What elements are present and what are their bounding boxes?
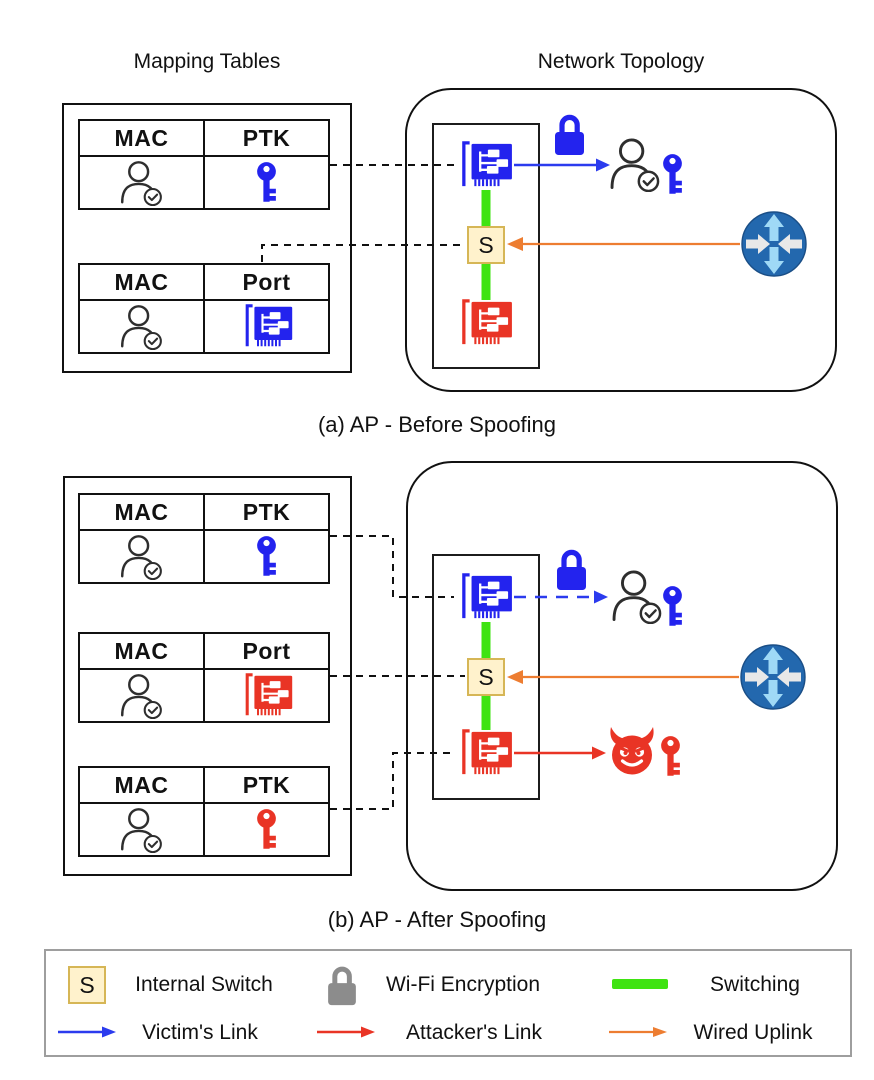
col-header-mac: MAC bbox=[80, 265, 205, 299]
victim-user-icon bbox=[609, 568, 665, 624]
attacker-key-icon bbox=[658, 736, 683, 778]
attacker-nic-icon bbox=[456, 728, 514, 778]
table-row bbox=[80, 301, 328, 352]
attacker-devil-icon bbox=[606, 727, 658, 775]
verified-user-icon bbox=[118, 303, 165, 350]
table-mac-ptk-attacker-b: MAC PTK bbox=[78, 766, 330, 857]
router-icon bbox=[741, 211, 807, 277]
victim-nic-icon bbox=[456, 140, 514, 190]
victim-key-icon bbox=[660, 154, 685, 196]
legend-victims-link-arrow-icon bbox=[58, 1026, 116, 1038]
col-header-port: Port bbox=[242, 268, 291, 295]
legend-box: S Internal Switch Wi-Fi Encryption Switc… bbox=[44, 949, 852, 1057]
col-header-ptk: PTK bbox=[242, 771, 291, 798]
mapping-tables-title: Mapping Tables bbox=[133, 50, 281, 73]
col-header-mac: MAC bbox=[80, 495, 205, 529]
legend-switching-bar-icon bbox=[612, 979, 668, 989]
victim-nic-icon bbox=[240, 303, 294, 350]
internal-switch-node-b: S bbox=[467, 658, 505, 696]
verified-user-icon bbox=[118, 672, 165, 719]
victim-key-icon bbox=[254, 162, 279, 204]
attacker-key-icon bbox=[254, 809, 279, 851]
router-icon bbox=[740, 644, 806, 710]
col-header-ptk: PTK bbox=[242, 124, 291, 151]
network-topology-title: Network Topology bbox=[537, 50, 705, 73]
legend-attackers-link-arrow-icon bbox=[317, 1026, 375, 1038]
verified-user-icon bbox=[118, 533, 165, 580]
verified-user-icon bbox=[118, 159, 165, 206]
attacker-nic-icon bbox=[456, 298, 514, 348]
legend-wired-uplink-arrow-icon bbox=[609, 1027, 667, 1037]
table-row bbox=[80, 157, 328, 208]
victim-nic-icon bbox=[456, 572, 514, 622]
legend-internal-switch-icon: S bbox=[68, 966, 106, 1004]
col-header-mac: MAC bbox=[80, 768, 205, 802]
table-row bbox=[80, 531, 328, 582]
internal-switch-node-a: S bbox=[467, 226, 505, 264]
verified-user-icon bbox=[118, 806, 165, 853]
victim-user-icon bbox=[607, 136, 663, 192]
col-header-ptk: PTK bbox=[242, 498, 291, 525]
panel-b-caption: (b) AP - After Spoofing bbox=[327, 907, 547, 932]
attacker-nic-icon bbox=[240, 672, 294, 719]
table-mac-port-a: MAC Port bbox=[78, 263, 330, 354]
table-mac-ptk-victim-b: MAC PTK bbox=[78, 493, 330, 584]
wifi-encryption-lock-icon bbox=[552, 112, 587, 158]
table-mac-port-b: MAC Port bbox=[78, 632, 330, 723]
wifi-encryption-lock-icon bbox=[554, 547, 589, 593]
col-header-mac: MAC bbox=[80, 121, 205, 155]
table-row bbox=[80, 804, 328, 855]
legend-attackers-link-label: Attacker's Link bbox=[406, 1021, 542, 1044]
legend-wired-uplink-label: Wired Uplink bbox=[693, 1021, 813, 1044]
legend-victims-link-label: Victim's Link bbox=[142, 1021, 258, 1044]
table-mac-ptk-a: MAC PTK bbox=[78, 119, 330, 210]
switch-label: S bbox=[478, 231, 494, 258]
victim-key-icon bbox=[660, 586, 685, 628]
table-row bbox=[80, 670, 328, 721]
legend-wifi-encryption-label: Wi-Fi Encryption bbox=[385, 973, 541, 996]
legend-internal-switch-label: Internal Switch bbox=[135, 973, 273, 996]
legend-switching-label: Switching bbox=[710, 973, 800, 996]
col-header-port: Port bbox=[242, 637, 291, 664]
switch-label: S bbox=[79, 971, 95, 998]
panel-a-caption: (a) AP - Before Spoofing bbox=[317, 412, 557, 437]
switch-label: S bbox=[478, 663, 494, 690]
victim-key-icon bbox=[254, 536, 279, 578]
col-header-mac: MAC bbox=[80, 634, 205, 668]
